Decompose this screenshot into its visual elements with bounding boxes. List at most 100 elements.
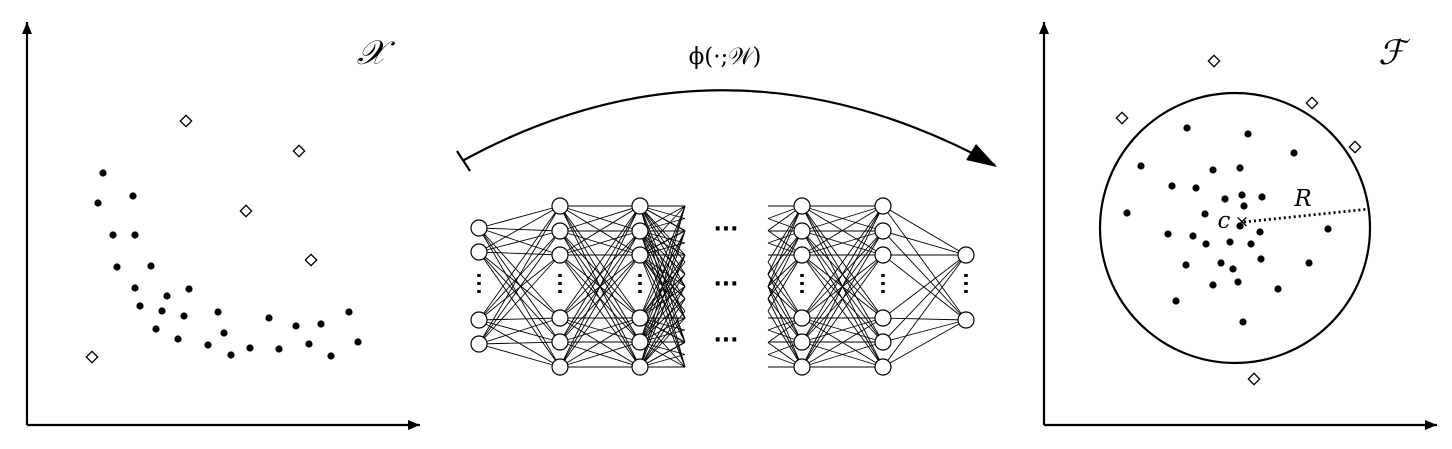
input-points xyxy=(85,114,362,364)
mapping-arrowhead xyxy=(966,144,997,167)
network-node xyxy=(631,333,649,351)
normal-point xyxy=(265,314,273,322)
normal-point xyxy=(204,341,212,349)
network-node xyxy=(874,222,892,240)
normal-point xyxy=(220,329,228,337)
normal-point xyxy=(136,302,144,310)
normal-point xyxy=(227,351,235,359)
normal-point xyxy=(1236,164,1244,172)
normal-point xyxy=(185,285,193,293)
anomaly-point xyxy=(1115,111,1129,125)
network-node xyxy=(470,335,488,353)
normal-point xyxy=(1234,278,1242,286)
anomaly-point xyxy=(292,144,306,158)
network-node xyxy=(631,222,649,240)
normal-point xyxy=(1209,281,1217,289)
anomaly-point xyxy=(179,114,193,128)
network-node xyxy=(874,309,892,327)
normal-point xyxy=(131,284,139,292)
network-node xyxy=(874,358,892,376)
mapping-arrow-tail xyxy=(456,150,471,172)
neural-network: ··· ··· ··· xyxy=(470,197,975,376)
normal-point xyxy=(1256,228,1264,236)
normal-point xyxy=(1123,209,1131,217)
normal-point xyxy=(158,307,166,315)
normal-point xyxy=(152,325,160,333)
normal-point xyxy=(1257,255,1265,263)
network-node xyxy=(793,197,811,215)
center-marker: × xyxy=(1235,212,1249,232)
feature-space-panel: ℱ × c R xyxy=(1039,22,1437,430)
normal-point xyxy=(99,169,107,177)
normal-point xyxy=(1324,225,1332,233)
normal-point xyxy=(1209,166,1217,174)
normal-point xyxy=(163,292,171,300)
network-node xyxy=(957,311,975,329)
feature-points xyxy=(1115,54,1362,386)
normal-point xyxy=(1240,202,1248,210)
normal-point xyxy=(1226,238,1234,246)
normal-point xyxy=(113,263,121,271)
feature-space-label: ℱ xyxy=(1378,33,1411,73)
anomaly-point xyxy=(1348,140,1362,154)
network-node xyxy=(470,243,488,261)
network-node xyxy=(631,309,649,327)
network-node xyxy=(551,246,569,264)
normal-point xyxy=(345,308,353,316)
network-node xyxy=(793,309,811,327)
normal-point xyxy=(131,231,139,239)
normal-point xyxy=(1217,259,1225,267)
anomaly-point xyxy=(1207,54,1221,68)
mapping-arrow xyxy=(463,89,996,166)
anomaly-point xyxy=(239,204,253,218)
network-node xyxy=(874,246,892,264)
normal-point xyxy=(1164,230,1172,238)
network-node xyxy=(874,197,892,215)
network-node xyxy=(551,333,569,351)
normal-point xyxy=(1201,210,1209,218)
normal-point xyxy=(1290,149,1298,157)
network-node xyxy=(551,358,569,376)
normal-point xyxy=(246,344,254,352)
hypersphere xyxy=(1098,91,1372,365)
normal-point xyxy=(129,192,137,200)
normal-point xyxy=(180,312,188,320)
normal-point xyxy=(1305,259,1313,267)
normal-point xyxy=(1172,297,1180,305)
normal-point xyxy=(1137,162,1145,170)
network-ellipsis-middle: ··· xyxy=(713,272,738,297)
normal-point xyxy=(1244,130,1252,138)
radius-line xyxy=(1243,207,1370,224)
normal-point xyxy=(305,340,313,348)
network-ellipsis-bottom: ··· xyxy=(713,328,738,353)
normal-point xyxy=(1221,195,1229,203)
normal-point xyxy=(327,352,335,360)
normal-point xyxy=(147,262,155,270)
network-ellipsis-top: ··· xyxy=(713,217,738,242)
network-nodes xyxy=(470,197,975,376)
network-node xyxy=(957,246,975,264)
normal-point xyxy=(1229,265,1237,273)
normal-point xyxy=(1274,285,1282,293)
network-node xyxy=(793,333,811,351)
normal-point xyxy=(109,231,117,239)
network-node xyxy=(470,311,488,329)
normal-point xyxy=(292,322,300,330)
normal-point xyxy=(317,320,325,328)
normal-point xyxy=(1258,193,1266,201)
network-node xyxy=(551,309,569,327)
anomaly-point xyxy=(304,253,318,267)
network-node xyxy=(793,246,811,264)
normal-point xyxy=(1182,261,1190,269)
network-node xyxy=(793,358,811,376)
normal-point xyxy=(214,308,222,316)
normal-point xyxy=(1168,182,1176,190)
normal-point xyxy=(1239,318,1247,326)
normal-point xyxy=(1192,184,1200,192)
network-node xyxy=(631,246,649,264)
network-node xyxy=(551,197,569,215)
anomaly-point xyxy=(1247,372,1261,386)
normal-point xyxy=(174,335,182,343)
normal-point xyxy=(1238,191,1246,199)
